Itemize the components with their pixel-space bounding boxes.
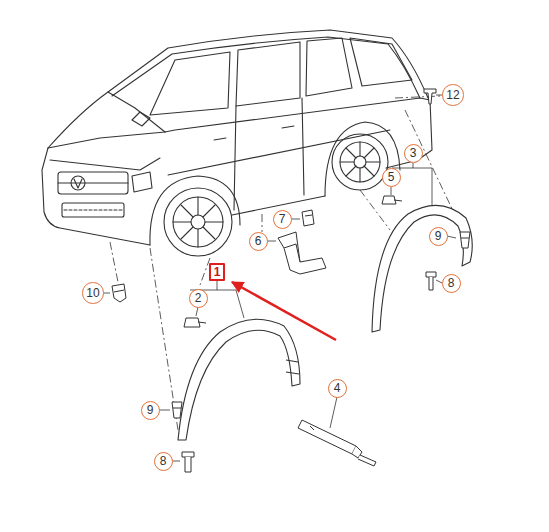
callout-circle: 4 [328, 379, 347, 398]
car-body [42, 30, 432, 256]
clip [424, 89, 436, 104]
callout-number: 10 [86, 287, 99, 299]
assembly-line [110, 96, 455, 430]
callout-number: 4 [334, 382, 341, 394]
indicator-arrow [232, 282, 336, 340]
callout-box: 1 [209, 263, 225, 281]
spreader-nut [172, 402, 182, 418]
callout-circle: 10 [82, 282, 103, 303]
callout-circle: 8 [154, 452, 173, 471]
callout-number: 5 [388, 171, 395, 183]
adhesive-tube [298, 420, 376, 466]
spreader-nut [460, 232, 470, 248]
callout-circle: 9 [141, 401, 160, 420]
clip-nut [382, 196, 402, 204]
wheel-arch-trim [372, 205, 472, 332]
screw [182, 452, 194, 472]
callout-circle: 12 [442, 84, 463, 105]
callout-number: 7 [279, 213, 286, 225]
bracket [278, 210, 326, 274]
callout-number: 9 [435, 230, 442, 242]
callout-circle: 2 [189, 289, 208, 308]
callout-circle: 8 [442, 274, 461, 293]
callout-number: 1 [214, 266, 221, 278]
callout-number: 8 [160, 455, 167, 467]
callout-circle: 5 [382, 168, 401, 187]
wheel-arch-trim [178, 319, 300, 440]
callout-number: 2 [195, 292, 202, 304]
callout-circle: 7 [273, 210, 292, 229]
callout-number: 8 [448, 277, 455, 289]
clip [112, 284, 126, 302]
screw [426, 272, 436, 290]
callout-number: 9 [147, 404, 154, 416]
callout-circle: 9 [429, 227, 448, 246]
callout-number: 6 [255, 235, 262, 247]
clip-nut [184, 318, 206, 327]
callout-number: 12 [446, 89, 459, 101]
leader-line [102, 95, 456, 461]
callout-number: 3 [410, 147, 417, 159]
callout-circle: 3 [404, 144, 423, 163]
callout-circle: 6 [249, 232, 268, 251]
